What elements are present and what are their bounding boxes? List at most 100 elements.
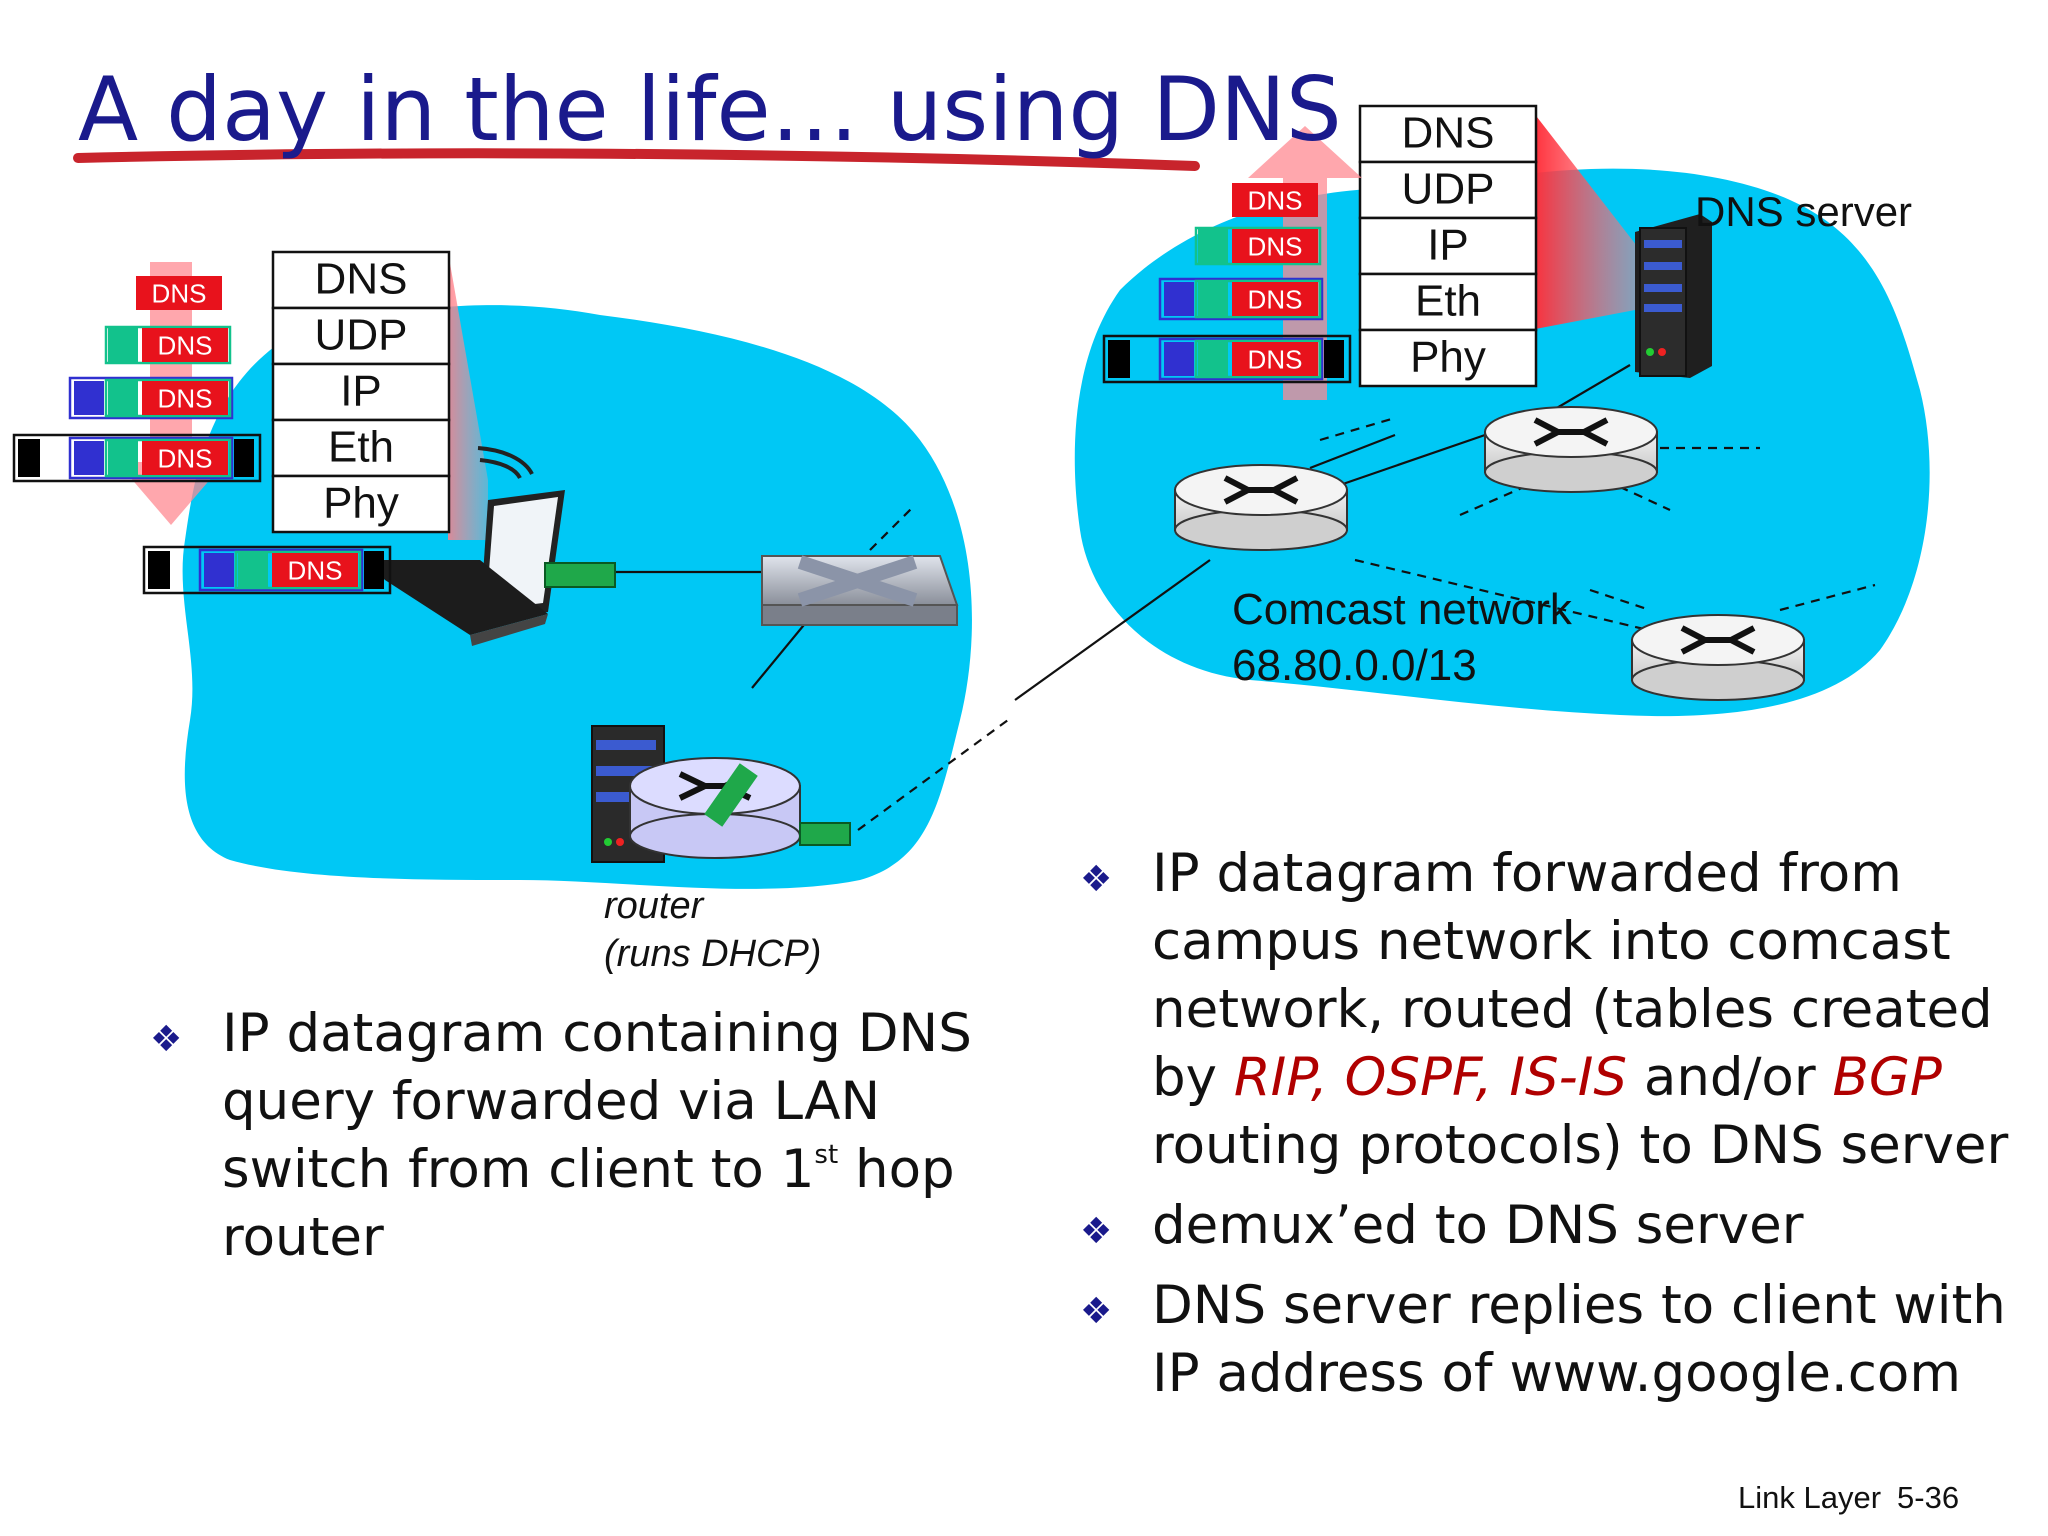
dns-payload [272,553,358,587]
udp-border [104,378,232,418]
stack-layer-label: DNS [315,254,408,303]
udp-border [104,438,232,478]
ip-header [1164,342,1194,376]
diamond-bullet-icon: ❖ [1080,1291,1113,1332]
left-stack-triangle [448,252,488,540]
dns-payload [1232,282,1318,316]
bullet-text: IP datagram forwarded from campus networ… [1152,843,1993,1108]
stack-layer-udp [271,306,451,366]
ip-header [204,553,234,587]
dns-payload [1232,229,1318,263]
eth-frame-border [1102,334,1352,384]
dns-message: DNS [136,276,222,310]
slide-title: A day in the life… using DNS [78,58,1342,161]
right-stack-triangle [1530,108,1640,330]
ip-header [1164,282,1194,316]
dns-payload [142,328,228,362]
udp-header [108,328,138,362]
stack-layer-label: Eth [328,422,394,471]
dns-payload [142,441,228,475]
ip-border [1158,277,1324,321]
udp-header [1198,282,1228,316]
ip-border [198,548,364,592]
dns-payload-label: DNS [158,444,213,474]
udp-border [1194,339,1322,379]
udp-header [1198,229,1228,263]
ip-datagram: DNS [68,376,234,420]
dns-payload-label: DNS [158,384,213,414]
eth-frame-border [12,433,262,483]
stack-layer-label: Phy [1410,332,1486,381]
udp-segment: DNS [1194,226,1322,266]
stack-layer-label: UDP [315,310,408,359]
router-sub-label: (runs DHCP) [604,933,821,975]
dns-payload [142,381,228,415]
stack-layer-label: DNS [1402,108,1495,157]
comcast-router-1-icon [1174,464,1348,551]
links [590,364,1631,701]
stack-layer-label: Phy [323,478,399,527]
stack-layer-udp [1358,160,1538,220]
stack-layer-phy [271,474,451,534]
diamond-bullet-icon: ❖ [1080,1211,1113,1252]
bullet-item: ❖ DNS server replies to client with IP a… [1080,1272,2040,1408]
dns-payload-label: DNS [1248,186,1303,216]
comcast-prefix-label: 68.80.0.0/13 [1232,641,1477,690]
stack-layer-dns [1358,104,1538,164]
bullet-text: IP datagram containing DNS query forward… [222,1003,972,1200]
right-bullet-list: ❖ IP datagram forwarded from campus netw… [1080,840,2040,1420]
ip-header [74,441,104,475]
dns-payload [136,276,222,310]
stack-layer-label: IP [340,366,382,415]
eth-frame: DNS [142,545,392,595]
stack-layer-label: UDP [1402,164,1495,213]
udp-border [234,550,362,590]
eth-trailer [1324,340,1344,378]
ip-datagram: DNS [1158,277,1324,321]
diamond-bullet-icon: ❖ [1080,859,1113,900]
left-frame-stack: DNS DNS DNS DNS [12,276,262,483]
dns-message: DNS [1232,183,1318,217]
title-underline [73,148,1200,171]
eth-trailer [234,439,254,477]
dns-payload-label: DNS [152,279,207,309]
eth-frame-border [142,545,392,595]
stack-layer-eth [271,418,451,478]
first-hop-router-icon [629,757,851,859]
protocol-highlight: BGP [1832,1047,1942,1108]
dns-payload-label: DNS [158,331,213,361]
diamond-bullet-icon: ❖ [150,1019,183,1060]
right-frame-stack: DNS DNS DNS DNS [1102,183,1352,384]
eth-frame: DNS [12,433,262,483]
udp-segment: DNS [104,325,232,365]
footer-section: Link Layer [1738,1480,1882,1515]
dns-payload-label: DNS [1248,232,1303,262]
stack-layer-phy [1358,328,1538,388]
udp-header [108,441,138,475]
bullet-sup: st [814,1140,839,1170]
udp-border [1194,279,1322,319]
dns-server-icon [1635,214,1712,378]
comcast-router-3-icon [1631,614,1805,701]
left-bullet-list: ❖ IP datagram containing DNS query forwa… [150,1000,1000,1272]
comcast-router-2-icon [1484,406,1658,493]
bullet-item: ❖ IP datagram containing DNS query forwa… [150,1000,1000,1272]
eth-trailer [364,551,384,589]
bullet-item: ❖ IP datagram forwarded from campus netw… [1080,840,2040,1180]
dns-server-label: DNS server [1695,188,1912,235]
eth-frame: DNS [1102,334,1352,384]
eth-header [148,551,170,589]
udp-header [1198,342,1228,376]
stack-layer-label: IP [1427,220,1469,269]
bullet-text: DNS server replies to client with IP add… [1152,1275,2006,1404]
dns-payload-label: DNS [1248,345,1303,375]
udp-border [1194,226,1322,266]
ip-border [68,436,234,480]
ip-border [1158,337,1324,381]
laptop-icon [365,446,616,646]
dns-payload-label: DNS [1248,285,1303,315]
